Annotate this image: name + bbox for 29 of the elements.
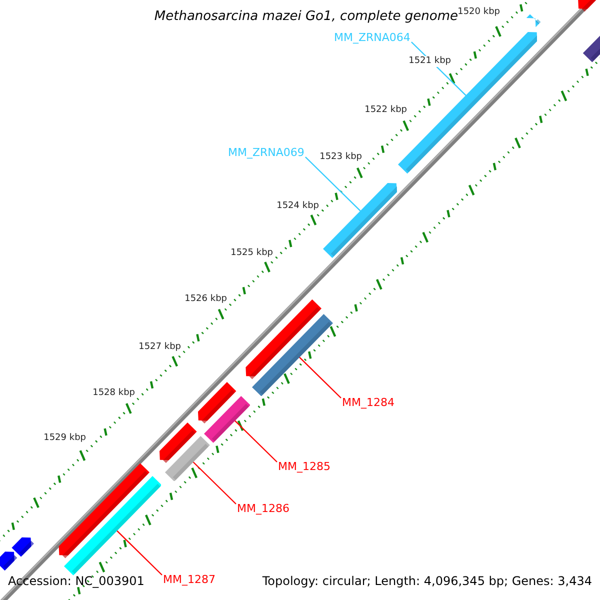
scale-label: 1524 kbp xyxy=(276,201,319,212)
leader-line xyxy=(192,462,236,504)
gene-feature-bar xyxy=(64,476,162,576)
scale-label: 1525 kbp xyxy=(230,248,273,259)
gene-label: MM_ZRNA069 xyxy=(228,146,304,159)
scale-label: 1527 kbp xyxy=(138,342,181,353)
gene-label: MM_ZRNA064 xyxy=(334,31,410,44)
scale-label: 1523 kbp xyxy=(320,152,362,163)
scale-label: 1520 kbp xyxy=(458,7,500,18)
gene-label: MM_1286 xyxy=(237,502,290,515)
gene-feature-bar xyxy=(165,436,210,482)
scale-label: 1529 kbp xyxy=(44,433,86,444)
leader-line xyxy=(298,356,342,398)
scale-label: 1521 kbp xyxy=(408,56,451,67)
leader-line xyxy=(116,530,162,576)
gene-feature-bar xyxy=(204,396,250,443)
scale-label: 1526 kbp xyxy=(184,294,227,305)
gene-label: MM_1285 xyxy=(278,460,330,473)
accession-label: Accession: NC_003901 xyxy=(8,574,144,588)
leader-line xyxy=(305,156,361,212)
genome-stats-label: Topology: circular; Length: 4,096,345 bp; Genes: 3,434 xyxy=(262,574,592,588)
diagram-title: Methanosarcina mazei Go1, complete genome xyxy=(154,9,458,24)
leader-line xyxy=(234,420,278,462)
gene-label: MM_1287 xyxy=(163,573,216,586)
gene-label: MM_1284 xyxy=(342,396,394,409)
gene-feature-bar xyxy=(323,182,398,258)
scale-label: 1528 kbp xyxy=(92,388,135,399)
scale-label: 1522 kbp xyxy=(364,105,407,116)
gene-feature-bar xyxy=(252,314,333,396)
